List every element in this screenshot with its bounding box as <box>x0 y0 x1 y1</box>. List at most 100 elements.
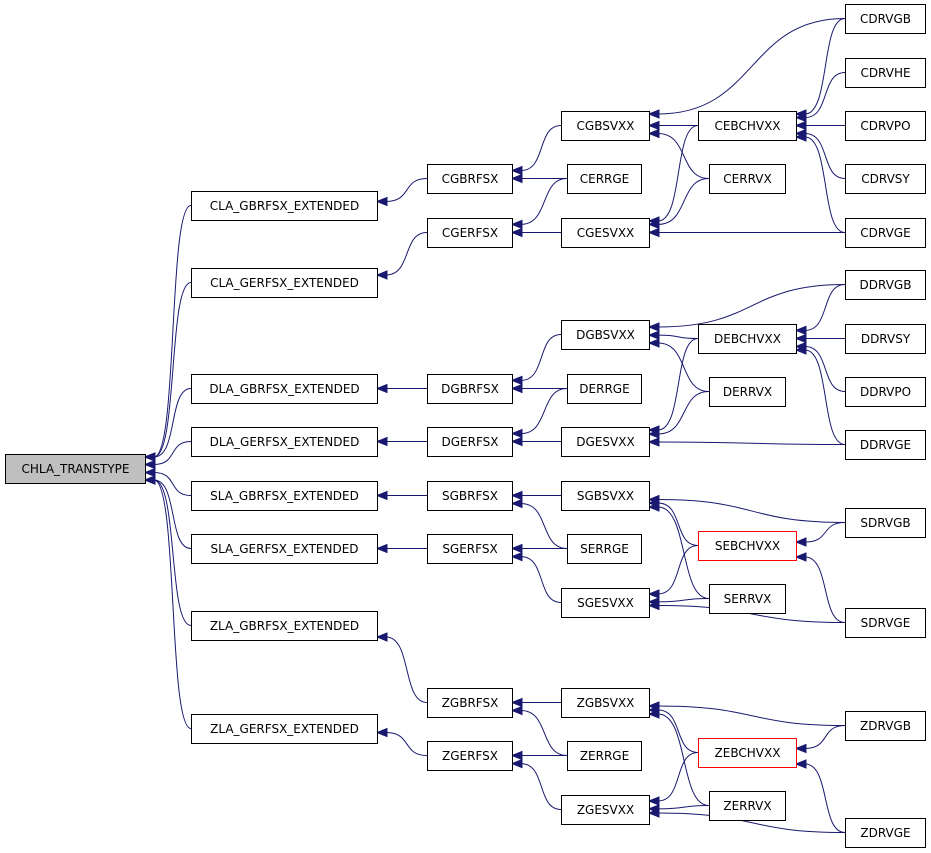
node-ddrvgb[interactable]: DDRVGB <box>845 270 926 300</box>
node-zla-gerfsx-extended[interactable]: ZLA_GERFSX_EXTENDED <box>191 714 378 744</box>
node-label: SGBSVXX <box>577 489 634 503</box>
node-label: CLA_GBRFSX_EXTENDED <box>210 199 360 213</box>
node-serrge[interactable]: SERRGE <box>567 534 642 564</box>
edge-dla-gbrfsx-extended-to-chla-transtype <box>153 388 192 458</box>
node-label: SGERFSX <box>442 542 497 556</box>
node-cdrvge[interactable]: CDRVGE <box>845 218 926 248</box>
node-label: DDRVGB <box>860 278 912 292</box>
node-dgerfsx[interactable]: DGERFSX <box>427 427 513 457</box>
arrowhead-icon <box>510 173 523 184</box>
node-box <box>709 791 786 821</box>
node-box <box>845 608 926 638</box>
node-zgbsvxx[interactable]: ZGBSVXX <box>561 688 650 718</box>
node-sla-gerfsx-extended[interactable]: SLA_GERFSX_EXTENDED <box>191 534 378 564</box>
edge-sgesvxx-to-sgerfsx <box>520 556 562 603</box>
edge-serrvx-to-sgesvxx <box>657 598 710 603</box>
node-zdrvge[interactable]: ZDRVGE <box>845 818 926 848</box>
arrowhead-icon <box>510 436 523 447</box>
edge-cla-gbrfsx-extended-to-chla-transtype <box>153 205 192 458</box>
node-cerrge[interactable]: CERRGE <box>567 164 642 194</box>
arrowhead-icon <box>647 330 660 340</box>
node-zgesvxx[interactable]: ZGESVXX <box>561 795 650 825</box>
node-chla-transtype[interactable]: CHLA_TRANSTYPE <box>5 454 146 484</box>
node-cdrvpo[interactable]: CDRVPO <box>845 111 926 141</box>
node-zgbrfsx[interactable]: ZGBRFSX <box>427 688 513 718</box>
edge-debchvxx-to-dgbsvxx <box>657 334 699 339</box>
node-ddrvsy[interactable]: DDRVSY <box>845 324 926 354</box>
edge-ddrvge-to-dgesvxx <box>657 441 846 445</box>
node-zebchvxx[interactable]: ZEBCHVXX <box>698 738 797 768</box>
node-derrge[interactable]: DERRGE <box>567 374 642 404</box>
node-box <box>191 191 378 221</box>
node-box <box>567 741 642 771</box>
node-zdrvgb[interactable]: ZDRVGB <box>845 711 926 741</box>
node-sdrvgb[interactable]: SDRVGB <box>845 508 926 538</box>
node-cgbrfsx[interactable]: CGBRFSX <box>427 164 513 194</box>
node-zgerfsx[interactable]: ZGERFSX <box>427 741 513 771</box>
node-dgbrfsx[interactable]: DGBRFSX <box>427 374 513 404</box>
arrowhead-icon <box>647 796 660 806</box>
node-label: CDRVSY <box>861 172 910 186</box>
node-box <box>698 531 797 561</box>
node-cgerfsx[interactable]: CGERFSX <box>427 218 513 248</box>
node-box <box>561 218 650 248</box>
node-serrvx[interactable]: SERRVX <box>709 584 786 614</box>
node-box <box>698 324 797 354</box>
edge-zebchvxx-to-zgbsvxx <box>657 709 699 753</box>
node-sgbsvxx[interactable]: SGBSVXX <box>561 481 650 511</box>
edge-sdrvgb-to-sgbsvxx <box>657 499 846 523</box>
node-box <box>191 481 378 511</box>
node-box <box>845 818 926 848</box>
node-label: DDRVPO <box>860 385 911 399</box>
arrowhead-icon <box>647 437 660 447</box>
node-label: DDRVGE <box>860 438 911 452</box>
arrowhead-icon <box>794 759 807 769</box>
node-label: ZDRVGE <box>860 826 910 840</box>
node-cgbsvxx[interactable]: CGBSVXX <box>561 111 650 141</box>
node-sla-gbrfsx-extended[interactable]: SLA_GBRFSX_EXTENDED <box>191 481 378 511</box>
node-ddrvge[interactable]: DDRVGE <box>845 430 926 460</box>
edge-sla-gbrfsx-extended-to-chla-transtype <box>153 472 192 496</box>
node-sgbrfsx[interactable]: SGBRFSX <box>427 481 513 511</box>
node-dgbsvxx[interactable]: DGBSVXX <box>561 320 650 350</box>
node-label: SLA_GERFSX_EXTENDED <box>210 542 358 556</box>
node-label: DERRVX <box>723 385 772 399</box>
node-cla-gbrfsx-extended[interactable]: CLA_GBRFSX_EXTENDED <box>191 191 378 221</box>
node-dla-gbrfsx-extended[interactable]: DLA_GBRFSX_EXTENDED <box>191 374 378 404</box>
node-sebchvxx[interactable]: SEBCHVXX <box>698 531 797 561</box>
edge-ddrvge-to-debchvxx <box>804 349 846 445</box>
node-dla-gerfsx-extended[interactable]: DLA_GERFSX_EXTENDED <box>191 427 378 457</box>
node-zerrge[interactable]: ZERRGE <box>567 741 642 771</box>
edge-zdrvgb-to-zgbsvxx <box>657 705 846 726</box>
node-sdrvge[interactable]: SDRVGE <box>845 608 926 638</box>
node-dgesvxx[interactable]: DGESVXX <box>561 427 650 457</box>
node-cebchvxx[interactable]: CEBCHVXX <box>698 111 797 141</box>
node-label: SERRGE <box>580 542 629 556</box>
node-label: DGBSVXX <box>576 328 635 342</box>
node-ddrvpo[interactable]: DDRVPO <box>845 377 926 407</box>
node-sgerfsx[interactable]: SGERFSX <box>427 534 513 564</box>
edge-zdrvgb-to-zebchvxx <box>804 725 846 749</box>
node-cerrvx[interactable]: CERRVX <box>709 164 786 194</box>
node-box <box>427 534 513 564</box>
arrowhead-icon <box>510 428 523 439</box>
node-cgesvxx[interactable]: CGESVXX <box>561 218 650 248</box>
node-cdrvhe[interactable]: CDRVHE <box>845 58 926 88</box>
node-label: DLA_GERFSX_EXTENDED <box>210 435 360 449</box>
edge-zdrvge-to-zgesvxx <box>657 812 846 833</box>
node-label: SGESVXX <box>577 596 634 610</box>
node-box <box>191 374 378 404</box>
node-zerrvx[interactable]: ZERRVX <box>709 791 786 821</box>
node-derrvx[interactable]: DERRVX <box>709 377 786 407</box>
node-sgesvxx[interactable]: SGESVXX <box>561 588 650 618</box>
node-box <box>5 454 146 484</box>
node-debchvxx[interactable]: DEBCHVXX <box>698 324 797 354</box>
node-cla-gerfsx-extended[interactable]: CLA_GERFSX_EXTENDED <box>191 268 378 298</box>
node-label: SERRVX <box>724 592 772 606</box>
node-cdrvgb[interactable]: CDRVGB <box>845 4 926 34</box>
node-label: ZGBSVXX <box>577 696 635 710</box>
node-zla-gbrfsx-extended[interactable]: ZLA_GBRFSX_EXTENDED <box>191 611 378 641</box>
node-label: DGERFSX <box>442 435 499 449</box>
node-cdrvsy[interactable]: CDRVSY <box>845 164 926 194</box>
